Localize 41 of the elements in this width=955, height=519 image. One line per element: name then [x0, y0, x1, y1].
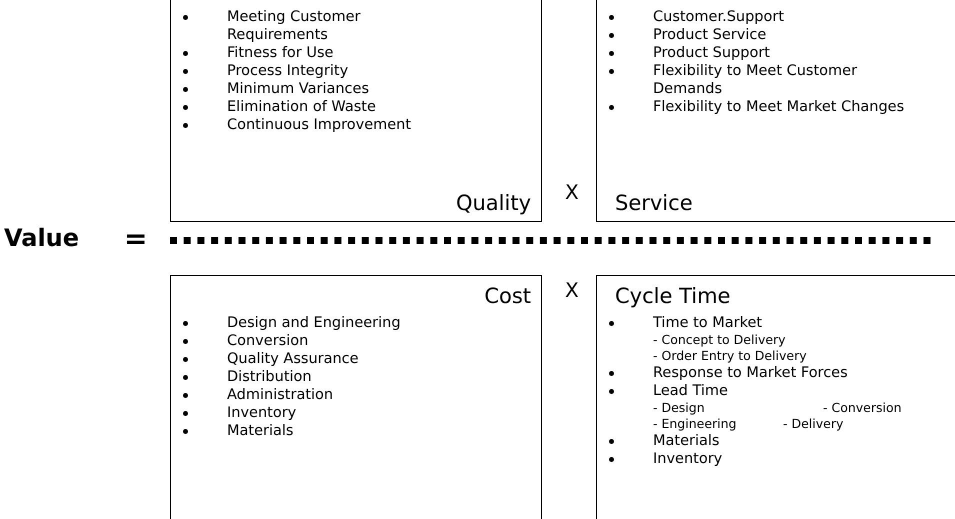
list-item-text: Flexibility to Meet Customer Demands: [653, 62, 858, 98]
list-item-text: Inventory: [653, 450, 724, 468]
category-box: [596, 275, 955, 519]
sub-item-text: - Engineering: [653, 416, 736, 432]
list-item-text: Materials: [227, 422, 294, 440]
list-item-text: Meeting Customer Requirements: [227, 8, 362, 44]
sub-item-text: - Design: [653, 400, 705, 416]
equation-label: Value: [4, 224, 80, 252]
list-item-text: Process Integrity: [227, 62, 350, 80]
list-item-text: Design and Engineering: [227, 314, 402, 332]
list-item-text: Distribution: [227, 368, 313, 386]
sub-item-text: - Conversion: [823, 400, 902, 416]
list-item-text: Flexibility to Meet Market Changes: [653, 98, 906, 116]
category-box: [170, 275, 542, 519]
list-item-text: Continuous Improvement: [227, 116, 412, 134]
sub-item-text: - Delivery: [783, 416, 844, 432]
category-box: [170, 0, 542, 222]
multiply-sign: X: [565, 278, 579, 302]
list-item-text: Administration: [227, 386, 334, 404]
list-item-text: Customer.Support: [653, 8, 786, 26]
list-item-text: Time to Market: [653, 314, 764, 332]
list-item-text: Fitness for Use: [227, 44, 334, 62]
equals-sign: =: [124, 222, 148, 255]
list-item-text: Lead Time: [653, 382, 729, 400]
multiply-sign: X: [565, 180, 579, 204]
list-item-text: Elimination of Waste: [227, 98, 377, 116]
list-item-text: Minimum Variances: [227, 80, 370, 98]
list-item-text: Response to Market Forces: [653, 364, 849, 382]
category-box: [596, 0, 955, 222]
list-item-text: Quality Assurance: [227, 350, 360, 368]
list-item-text: Materials: [653, 432, 720, 450]
list-item-text: Product Support: [653, 44, 771, 62]
category-heading: Cycle Time: [615, 284, 730, 308]
list-item-text: Inventory: [227, 404, 298, 422]
list-item-text: Product Service: [653, 26, 768, 44]
category-heading: Quality: [456, 191, 531, 215]
sub-item-text: - Concept to Delivery: [653, 332, 786, 348]
category-heading: Cost: [484, 284, 531, 308]
list-item-text: Conversion: [227, 332, 310, 350]
sub-item-text: - Order Entry to Delivery: [653, 348, 807, 364]
category-heading: Service: [615, 191, 693, 215]
